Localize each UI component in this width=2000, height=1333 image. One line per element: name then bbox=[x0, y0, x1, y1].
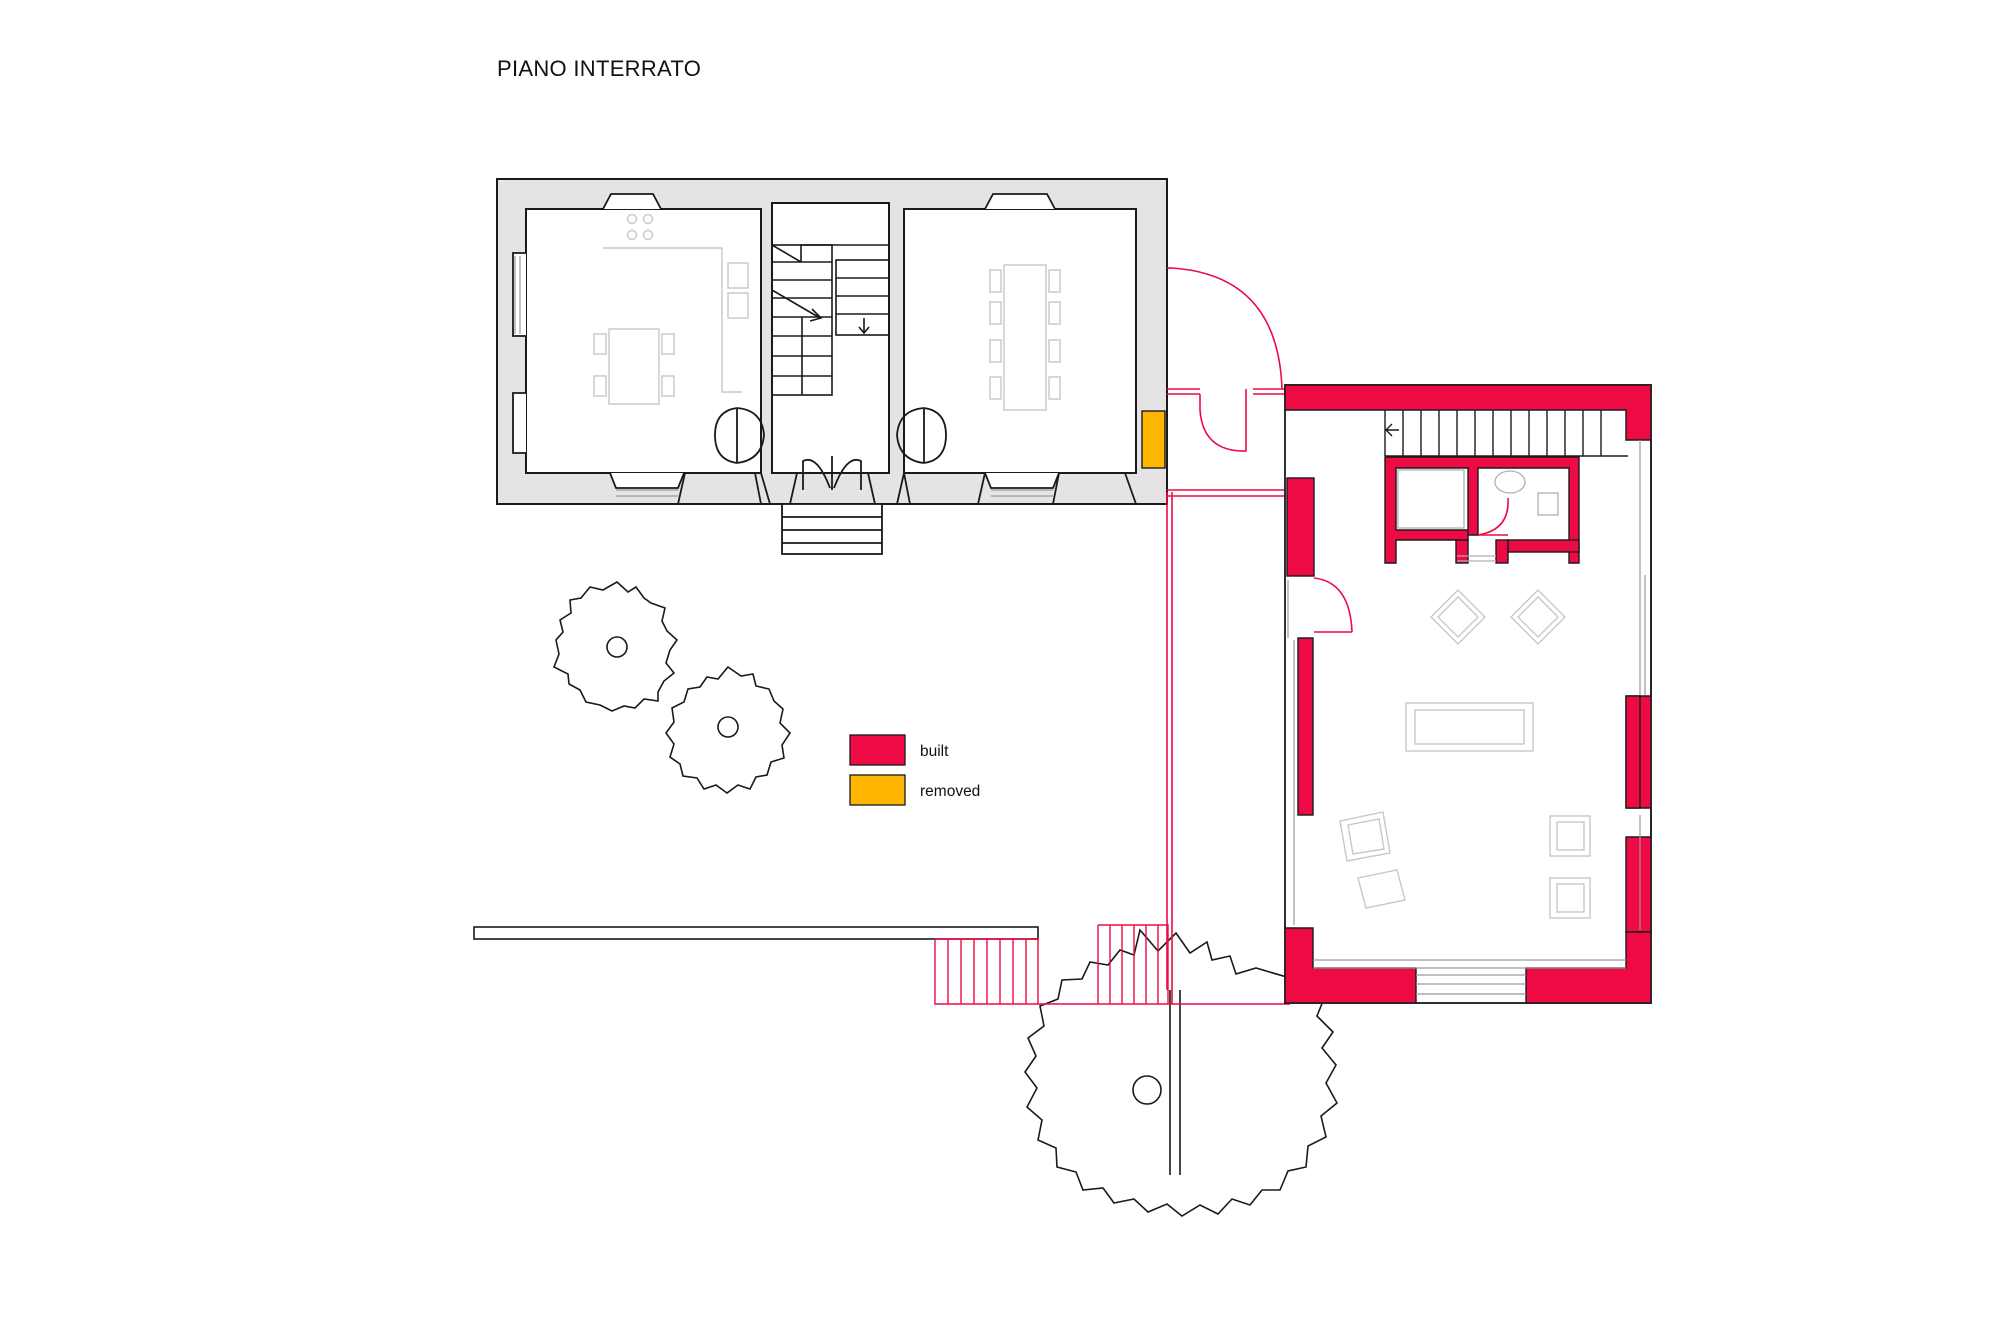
legend-item-built: built bbox=[849, 734, 949, 766]
pavilion-staircase bbox=[1384, 410, 1628, 457]
existing-house bbox=[496, 178, 1168, 555]
new-pavilion bbox=[1284, 384, 1652, 1004]
legend-label-removed: removed bbox=[920, 783, 980, 800]
pavilion-furniture bbox=[1339, 589, 1591, 919]
bathroom-fixtures bbox=[1397, 469, 1559, 562]
legend: built removed bbox=[849, 734, 980, 806]
garden-wall bbox=[473, 926, 1181, 1175]
corridor-doors bbox=[714, 407, 947, 490]
drawing-title: PIANO INTERRATO bbox=[497, 56, 702, 81]
trees bbox=[552, 581, 1339, 1217]
legend-swatch-built bbox=[849, 734, 906, 766]
staircase bbox=[771, 244, 890, 396]
connection-lines bbox=[1166, 267, 1285, 1004]
existing-furniture bbox=[593, 213, 1061, 411]
window-glass-lines bbox=[514, 256, 1053, 497]
pavilion-doors bbox=[1313, 497, 1509, 633]
window-niches bbox=[512, 193, 1137, 505]
entry-steps bbox=[781, 503, 883, 555]
pavilion-windows bbox=[1287, 440, 1646, 995]
legend-label-built: built bbox=[920, 743, 949, 760]
legend-swatch-removed bbox=[849, 774, 906, 806]
removed-wall-segment bbox=[1141, 410, 1166, 469]
pavilion-built-walls bbox=[1284, 384, 1652, 1004]
tree-2 bbox=[665, 665, 792, 794]
tree-1 bbox=[552, 581, 679, 712]
legend-item-removed: removed bbox=[849, 774, 980, 806]
